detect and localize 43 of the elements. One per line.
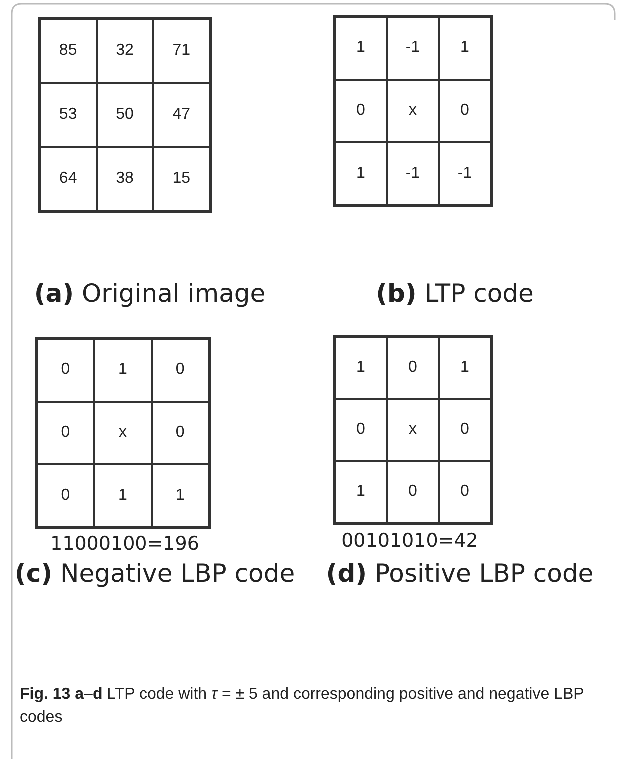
grid-value: -1 [458, 164, 472, 183]
grid-value: 0 [460, 421, 470, 439]
grid-value: -1 [406, 164, 420, 183]
grid-value: 1 [460, 359, 470, 377]
grid-value: 1 [118, 486, 128, 505]
grid-value: 0 [356, 421, 366, 439]
grid-value: 1 [356, 359, 366, 377]
grid-value: x [409, 421, 417, 439]
grid-value: 0 [61, 361, 70, 380]
grid-value: 47 [172, 106, 191, 124]
panel-caption: (c) Negative LBP code [14, 559, 296, 588]
grid-value: 50 [116, 106, 134, 124]
grid-value: x [409, 102, 417, 120]
grid-value: 53 [59, 106, 78, 124]
grid-value: 0 [408, 359, 418, 377]
binary-code-value: 11000100=196 [50, 533, 200, 555]
panel-caption: (b) LTP code [376, 279, 534, 308]
grid-value: 0 [176, 361, 185, 380]
grid-value: 0 [408, 483, 418, 501]
grid-value: 71 [172, 42, 191, 60]
grid-value: 1 [356, 39, 366, 58]
grid-value: 85 [59, 42, 78, 60]
grid-value: 1 [118, 361, 128, 380]
grid-value: 0 [460, 483, 470, 501]
grid-value: 64 [59, 170, 78, 188]
grid-value: 15 [172, 170, 191, 188]
grid-value: 0 [61, 424, 70, 442]
grid-value: 1 [356, 164, 366, 183]
grid-value: 38 [116, 170, 134, 188]
grid-value: x [118, 424, 127, 442]
grid-value: 0 [460, 102, 470, 120]
grid-value: 0 [176, 424, 185, 442]
panel-caption: (a) Original image [34, 279, 266, 308]
grid-value: 0 [356, 102, 366, 120]
binary-code-value: 00101010=42 [342, 530, 478, 552]
grid-value: -1 [406, 39, 420, 58]
grid-value: 1 [356, 483, 366, 501]
figure-caption: Fig. 13 a–d LTP code with τ = ± 5 and corresponding positive and negative LBP codes [20, 685, 586, 728]
grid-value: 1 [176, 486, 185, 505]
grid-value: 1 [460, 39, 470, 58]
panel-caption: (d) Positive LBP code [326, 559, 594, 588]
grid-value: 0 [61, 486, 70, 505]
grid-value: 32 [116, 42, 134, 60]
